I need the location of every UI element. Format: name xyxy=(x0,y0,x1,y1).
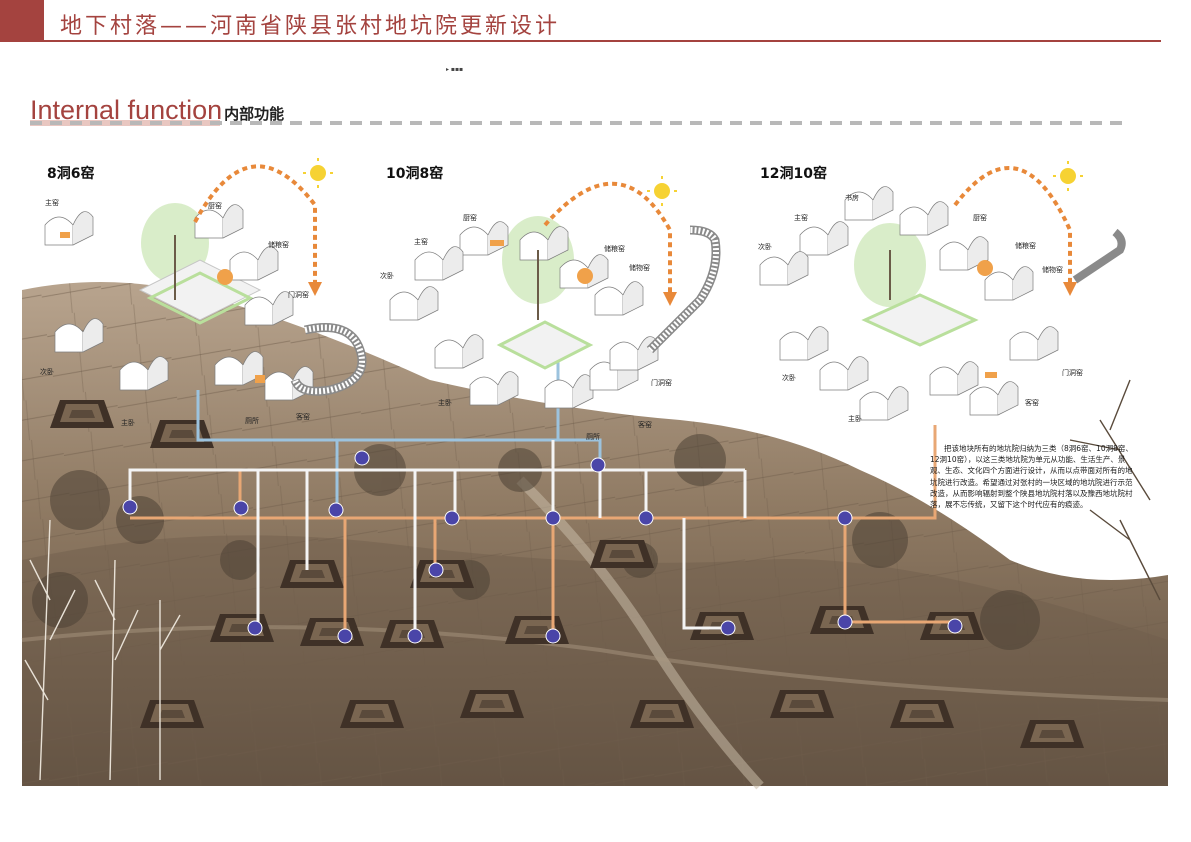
cluster-8-6-axonometric xyxy=(44,203,367,401)
room-label: 厨窑 xyxy=(973,214,987,222)
room-label: 储粮窑 xyxy=(604,245,625,253)
cluster-label-12-10: 12洞10窑 xyxy=(760,166,827,182)
room-label: 主窑 xyxy=(45,199,59,207)
cluster-label-10-8: 10洞8窑 xyxy=(386,166,444,182)
room-label: 厨窑 xyxy=(463,214,477,222)
room-label: 门洞窑 xyxy=(651,379,672,387)
room-label: 储物窑 xyxy=(1042,266,1063,274)
room-label: 厨窑 xyxy=(208,202,222,210)
cluster-12-10-sun xyxy=(953,161,1083,296)
room-label: 储粮窑 xyxy=(268,241,289,249)
cluster-label-8-6: 8洞6窑 xyxy=(47,166,95,182)
room-label: 客窑 xyxy=(638,421,652,429)
room-label: 主卧 xyxy=(438,399,452,407)
room-label: 客窑 xyxy=(1025,399,1039,407)
stray-mark: ▸ ▪▪▪ xyxy=(446,66,464,73)
room-label: 次卧 xyxy=(782,374,796,382)
room-label: 主窑 xyxy=(414,238,428,246)
section-dashed-rule xyxy=(30,121,1130,125)
page-title: 地下村落——河南省陕县张村地坑院更新设计 xyxy=(60,14,561,39)
design-description: 把该地块所有的地坑院归纳为三类（8洞6窑、10洞8窑、12洞10窑），以这三类地… xyxy=(930,444,1133,510)
section-title-cn: 内部功能 xyxy=(224,105,285,123)
header-accent-block xyxy=(0,0,44,42)
cluster-10-8-sun xyxy=(543,176,677,306)
cluster-12-10-axonometric xyxy=(759,186,1126,421)
cluster-10-8-axonometric xyxy=(389,216,721,409)
aerial-photo xyxy=(21,282,1169,790)
room-label: 门洞窑 xyxy=(1062,369,1083,377)
room-label: 书房 xyxy=(845,194,859,202)
cluster-8-6-sun xyxy=(193,158,333,296)
room-label: 主卧 xyxy=(121,419,135,427)
room-label: 次卧 xyxy=(380,272,394,280)
room-label: 主卧 xyxy=(848,415,862,423)
room-label: 厕所 xyxy=(586,433,600,441)
room-label: 门洞窑 xyxy=(288,291,309,299)
room-label: 储粮窑 xyxy=(1015,242,1036,250)
section-title: Internal function 内部功能 xyxy=(30,92,284,124)
room-label: 厕所 xyxy=(245,417,259,425)
room-label: 主窑 xyxy=(794,214,808,222)
room-label: 客窑 xyxy=(296,413,310,421)
room-label: 储物窑 xyxy=(629,264,650,272)
section-title-en: Internal function xyxy=(30,95,223,125)
room-label: 次卧 xyxy=(758,243,772,251)
network-nodes xyxy=(122,450,963,644)
room-label: 次卧 xyxy=(40,368,54,376)
header-divider xyxy=(44,40,1161,42)
